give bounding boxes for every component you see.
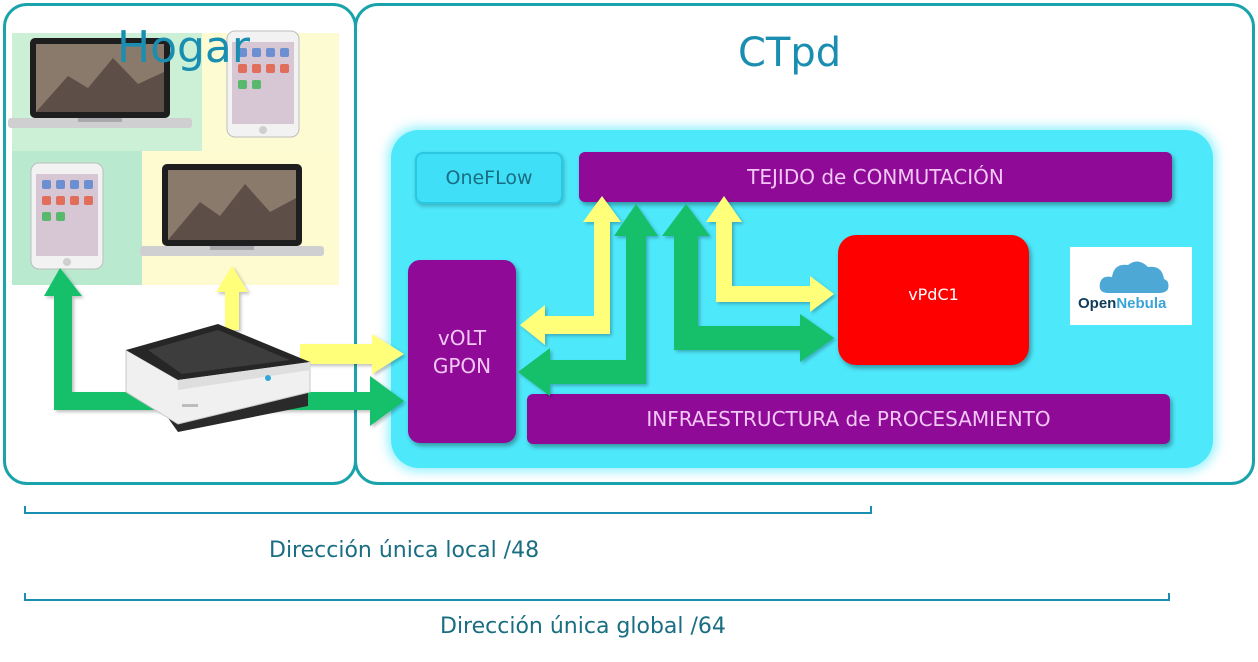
oneflow-box: OneFLow: [415, 152, 563, 204]
volt-gpon-box: vOLT GPON: [408, 260, 516, 443]
green-arrow: [518, 204, 658, 396]
oneflow-label: OneFLow: [445, 167, 533, 189]
local-scope-bracket: [24, 506, 872, 514]
tablet-icon: [226, 30, 300, 138]
logo-nebula: Nebula: [1116, 295, 1167, 312]
yellow-arrow: [520, 196, 621, 345]
switching-fabric-label: TEJIDO de CONMUTACIÓN: [747, 165, 1004, 189]
switching-fabric-box: TEJIDO de CONMUTACIÓN: [579, 152, 1172, 202]
global-address-caption: Dirección única global /64: [440, 614, 726, 639]
green-arrow: [662, 204, 834, 362]
opennebula-logo: OpenNebula: [1070, 247, 1192, 325]
processing-infrastructure-label: INFRAESTRUCTURA de PROCESAMIENTO: [646, 407, 1051, 431]
vpdc1-box: vPdC1: [838, 235, 1029, 365]
yellow-arrow: [216, 266, 248, 330]
yellow-arrow: [300, 334, 404, 374]
laptop-icon: [140, 164, 324, 256]
vpdc1-label: vPdC1: [908, 284, 959, 304]
processing-infrastructure-box: INFRAESTRUCTURA de PROCESAMIENTO: [527, 394, 1170, 444]
global-scope-bracket: [24, 593, 1170, 601]
cloud-icon: [1099, 261, 1169, 293]
ctpd-title: CTpd: [738, 30, 842, 76]
router-icon: [125, 324, 311, 432]
hogar-title: Hogar: [117, 22, 250, 73]
volt-label: vOLT: [437, 325, 487, 350]
laptop-icon: [8, 38, 192, 128]
local-address-caption: Dirección única local /48: [269, 538, 540, 563]
tablet-icon: [30, 162, 104, 270]
gpon-label: GPON: [432, 353, 492, 378]
logo-open: Open: [1078, 295, 1117, 312]
yellow-arrow: [706, 196, 834, 312]
